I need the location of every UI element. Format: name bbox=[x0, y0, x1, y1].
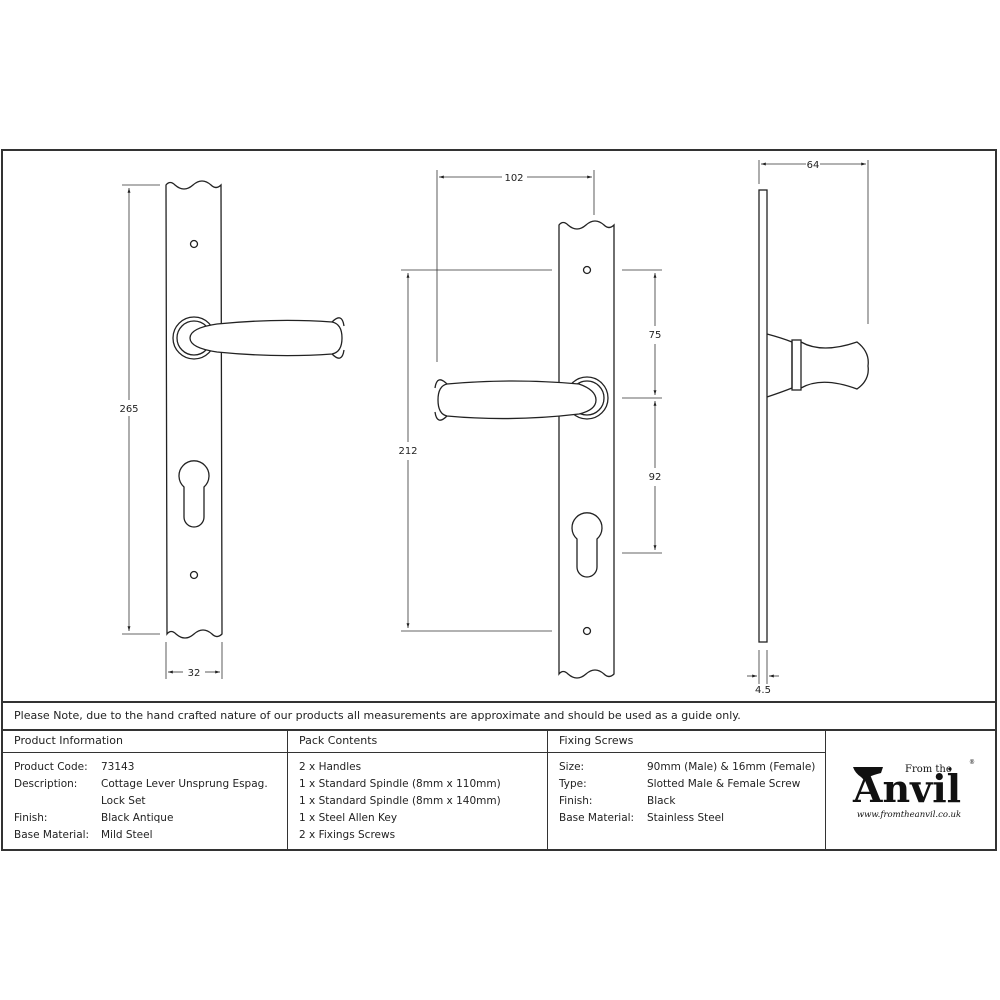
drawing-frame: 265 32 102 212 75 92 64 4.5 Please Note,… bbox=[1, 149, 997, 851]
logo-url: www.fromtheanvil.co.uk bbox=[857, 810, 961, 820]
pack-item: 2 x Fixings Screws bbox=[299, 829, 396, 841]
dim-lower-92: 92 bbox=[649, 472, 662, 483]
front-view-left bbox=[165, 180, 345, 639]
dim-upper-75: 75 bbox=[649, 330, 662, 341]
screw-row: Size:90mm (Male) & 16mm (Female) bbox=[559, 761, 816, 773]
dim-height-265: 265 bbox=[119, 404, 138, 415]
pack-item: 1 x Standard Spindle (8mm x 140mm) bbox=[299, 795, 501, 807]
product-information-header: Product Information bbox=[3, 731, 287, 753]
screw-row: Base Material:Stainless Steel bbox=[559, 812, 725, 824]
front-view-center bbox=[434, 220, 615, 679]
product-information-panel: Product Information Product Code:73143 D… bbox=[3, 731, 288, 849]
side-view bbox=[758, 189, 869, 643]
screw-row: Type:Slotted Male & Female Screw bbox=[559, 778, 801, 790]
fixing-screws-panel: Fixing Screws Size:90mm (Male) & 16mm (F… bbox=[548, 731, 826, 849]
info-row: Base Material:Mild Steel bbox=[14, 829, 153, 841]
dim-width-32: 32 bbox=[188, 668, 201, 679]
pack-item: 1 x Standard Spindle (8mm x 110mm) bbox=[299, 778, 501, 790]
info-row: Lock Set bbox=[101, 795, 146, 807]
measurement-note: Please Note, due to the hand crafted nat… bbox=[3, 701, 995, 731]
pack-item: 1 x Steel Allen Key bbox=[299, 812, 398, 824]
pack-contents-panel: Pack Contents 2 x Handles 1 x Standard S… bbox=[288, 731, 548, 849]
dim-projection-102: 102 bbox=[504, 173, 523, 184]
dim-depth-64: 64 bbox=[807, 160, 820, 171]
info-row: Description:Cottage Lever Unsprung Espag… bbox=[14, 778, 268, 790]
anvil-icon bbox=[853, 767, 883, 781]
dim-thickness-4-5: 4.5 bbox=[755, 685, 771, 696]
fixing-screws-header: Fixing Screws bbox=[548, 731, 825, 753]
technical-drawing: 265 32 102 212 75 92 64 4.5 bbox=[119, 160, 869, 696]
from-the-anvil-logo: Anvil From the ® www.fromtheanvil.co.uk bbox=[825, 731, 995, 849]
info-row: Finish:Black Antique bbox=[14, 812, 174, 824]
svg-text:®: ® bbox=[969, 759, 975, 766]
pack-item: 2 x Handles bbox=[299, 761, 362, 773]
info-row: Product Code:73143 bbox=[14, 761, 135, 773]
logo-from-the: From the bbox=[905, 764, 952, 775]
dim-fixings-212: 212 bbox=[398, 446, 417, 457]
logo-brand: Anvil bbox=[852, 766, 961, 811]
screw-row: Finish:Black bbox=[559, 795, 676, 807]
pack-contents-header: Pack Contents bbox=[288, 731, 547, 753]
